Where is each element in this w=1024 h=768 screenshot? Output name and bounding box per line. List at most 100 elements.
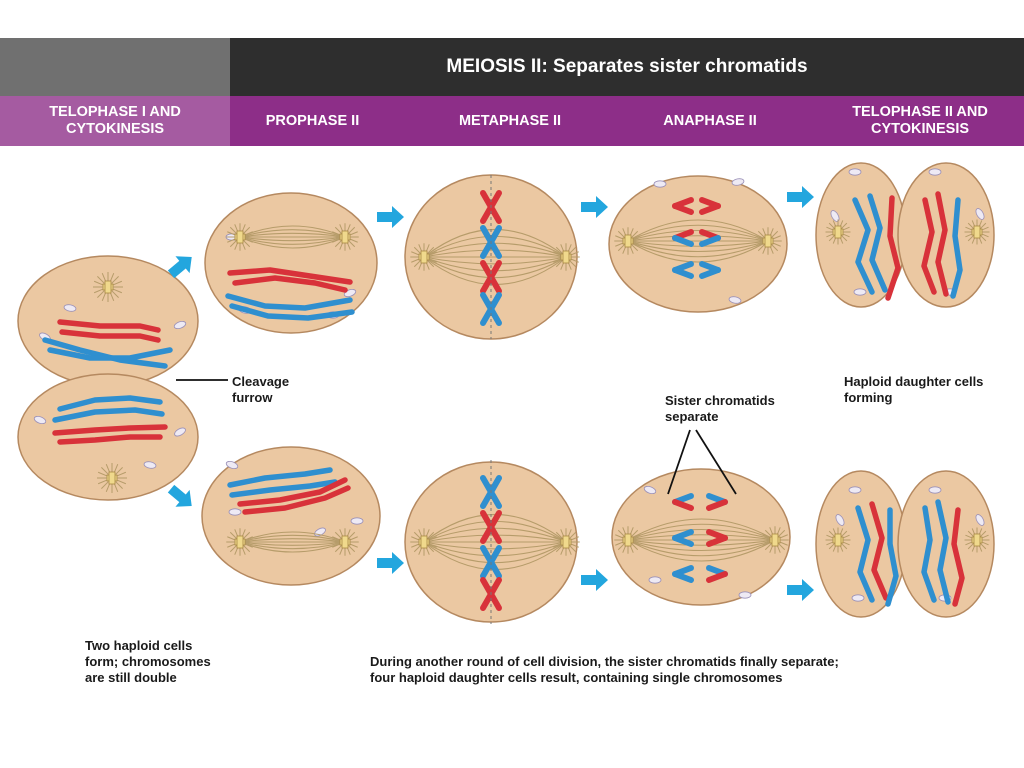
arrow-to-metaphase-bottom	[377, 552, 404, 574]
centrosome	[964, 219, 990, 245]
aster-ray	[615, 541, 624, 546]
arrow-to-metaphase-top	[377, 206, 404, 228]
aster-ray	[227, 238, 236, 243]
chromatid-arm	[672, 535, 694, 547]
aster-ray	[428, 536, 437, 541]
chromosome	[232, 275, 348, 293]
spindle-fiber	[627, 518, 776, 541]
pointer-lines-layer	[176, 175, 737, 624]
aster-ray	[427, 531, 435, 539]
chromosome	[229, 479, 338, 498]
aster-ray	[632, 242, 641, 247]
chromatid-arm	[672, 235, 694, 247]
aster-ray	[979, 222, 987, 230]
spindle-fiber	[627, 240, 769, 258]
nuclear-fragment	[851, 594, 865, 602]
aster-ray	[93, 280, 104, 286]
phase-label-prophase-ii: PROPHASE II	[265, 112, 360, 129]
aster-ray	[332, 536, 341, 541]
phase-bar-first	[0, 96, 230, 146]
chromatid-v	[672, 261, 694, 279]
spindle-fiber	[627, 539, 776, 546]
chromatid-v	[672, 197, 694, 215]
aster-ray	[101, 481, 109, 489]
nuclear-fragment	[738, 591, 752, 599]
arrow-shape	[167, 256, 192, 279]
chromatid-v	[706, 565, 728, 583]
aster-ray	[771, 244, 779, 252]
aster-ray	[967, 234, 975, 242]
aster-ray	[631, 230, 639, 238]
chromosome	[921, 505, 937, 603]
aster-ray	[109, 291, 115, 302]
nuclear-fragment	[928, 168, 942, 176]
aster-ray	[97, 290, 105, 298]
centrosome	[614, 227, 642, 255]
aster-ray	[332, 238, 341, 243]
phase-label-telophase-i: TELOPHASE I AND CYTOKINESIS	[49, 104, 181, 137]
nuclear-fragment	[33, 415, 47, 425]
nuclear-fragment	[174, 427, 186, 437]
centriole	[341, 535, 349, 549]
aster-ray	[112, 280, 123, 286]
aster-ray	[427, 545, 435, 553]
aster-ray	[243, 545, 251, 553]
chromosome	[242, 485, 351, 515]
spindle-fiber	[423, 256, 567, 265]
nuclear-fragment	[648, 576, 662, 584]
centrosome	[410, 528, 438, 556]
chromosome	[855, 505, 875, 603]
aster-ray	[569, 531, 577, 539]
chromosome	[47, 347, 173, 361]
header-title: MEIOSIS II: Separates sister chromatids	[446, 56, 808, 77]
cell-body	[204, 192, 378, 334]
aster-ray	[779, 534, 788, 539]
aster-ray	[348, 226, 356, 234]
spindle-fiber	[627, 235, 769, 242]
phase-label-metaphase-ii: METAPHASE II	[458, 112, 562, 129]
aster-ray	[570, 536, 579, 541]
spindle-fiber	[627, 230, 769, 242]
bottom-caption: During another round of cell division, t…	[370, 654, 839, 685]
chromosome	[852, 197, 875, 295]
aster-ray	[615, 534, 624, 539]
aster-ray	[411, 251, 420, 256]
centrosome	[552, 528, 580, 556]
nuclear-fragment	[225, 460, 239, 470]
cell-body	[611, 468, 791, 606]
centriole	[341, 230, 349, 244]
centrosome	[331, 528, 359, 556]
centriole	[420, 250, 428, 264]
aster-ray	[411, 543, 420, 548]
aster-ray	[755, 235, 764, 240]
spindle-fiber	[627, 240, 769, 247]
chromosome	[229, 303, 355, 321]
aster-ray	[553, 258, 562, 263]
nuclear-fragment	[228, 508, 242, 516]
nuclear-fragment	[643, 485, 657, 495]
aster-ray	[569, 246, 577, 254]
aster-ray	[413, 260, 421, 268]
aster-ray	[427, 246, 435, 254]
aster-ray	[755, 242, 764, 247]
aster-ray	[116, 479, 127, 485]
spindle-fiber	[239, 531, 346, 543]
aster-ray	[244, 231, 253, 236]
aster-ray	[553, 543, 562, 548]
aster-ray	[632, 541, 641, 546]
nuclear-fragment	[350, 517, 364, 525]
spindle-fiber	[627, 534, 776, 541]
arrow-shape	[377, 552, 404, 574]
sister-pointer-line	[667, 429, 691, 495]
aster-ray	[757, 244, 765, 252]
aster-ray	[411, 258, 420, 263]
aster-ray	[332, 543, 341, 548]
centrosome	[226, 223, 254, 251]
centrosome	[964, 527, 990, 553]
chromatid-v	[699, 229, 721, 247]
centriole	[834, 533, 842, 547]
arrow-to-anaphase-bottom	[581, 569, 608, 591]
aster-ray	[772, 235, 781, 240]
chromatid-v	[699, 261, 721, 279]
spindle-fiber	[239, 232, 346, 238]
